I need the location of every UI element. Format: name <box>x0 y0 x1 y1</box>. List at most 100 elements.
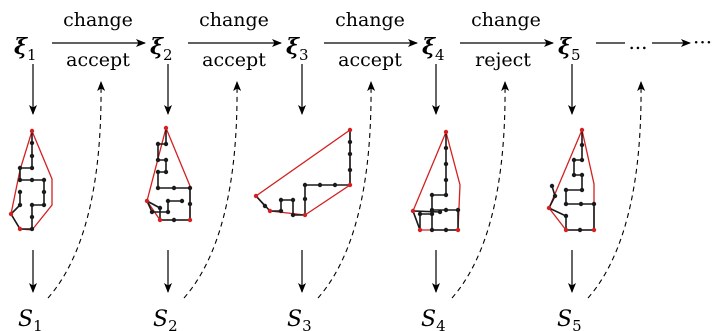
lattice-node <box>417 211 423 217</box>
lattice-node <box>163 141 169 147</box>
continuation-end-dots: ··· <box>693 30 712 54</box>
lattice-node <box>171 217 177 223</box>
feedback-curve-2 <box>183 81 242 299</box>
lattice-node <box>552 193 558 199</box>
lattice-node <box>179 198 185 204</box>
lattice-path-3 <box>255 130 351 216</box>
lattice-node <box>41 177 47 183</box>
lattice-node <box>155 141 161 147</box>
lattice-node <box>563 187 569 193</box>
lattice-node <box>455 227 461 233</box>
lattice-node <box>163 157 169 163</box>
lattice-node <box>149 209 155 215</box>
transition-result-1: accept <box>66 49 130 71</box>
lattice-node <box>302 212 308 218</box>
lattice-node <box>262 203 268 209</box>
lattice-node <box>549 183 555 189</box>
lattice-node <box>29 153 35 159</box>
lattice-node <box>155 185 161 191</box>
lattice-node <box>347 151 353 157</box>
lattice-node <box>437 209 443 215</box>
state-label-2: ξ2 <box>150 34 173 64</box>
lattice-node <box>347 127 353 133</box>
lattice-node <box>443 129 449 135</box>
lattice-node <box>563 227 569 233</box>
lattice-node <box>29 177 35 183</box>
lattice-node <box>278 208 284 214</box>
lattice-node <box>41 202 47 208</box>
lattice-node <box>29 226 35 232</box>
transition-action-2: change <box>199 9 269 31</box>
lattice-node <box>443 227 449 233</box>
transition-action-3: change <box>335 9 405 31</box>
lattice-node <box>317 182 323 188</box>
lattice-node <box>417 227 423 233</box>
lattice-node <box>41 189 47 195</box>
lattice-shape-5 <box>546 127 597 233</box>
state-label-1: ξ1 <box>14 34 37 64</box>
lattice-node <box>347 182 353 188</box>
lattice-path-5 <box>547 130 595 231</box>
lattice-shape-3 <box>253 127 353 218</box>
lattice-shape-4 <box>410 129 461 233</box>
stat-label-5: S5 <box>557 307 582 331</box>
lattice-node <box>29 165 35 171</box>
lattice-node <box>579 157 585 163</box>
lattice-node <box>591 227 597 233</box>
lattice-node <box>155 157 161 163</box>
lattice-node <box>455 207 461 213</box>
lattice-node <box>347 139 353 145</box>
lattice-node <box>253 193 259 199</box>
lattice-node <box>17 202 23 208</box>
lattice-node <box>163 169 169 175</box>
lattice-node <box>267 208 273 214</box>
lattice-node <box>410 208 416 214</box>
lattice-node <box>332 182 338 188</box>
lattice-node <box>302 196 308 202</box>
lattice-node <box>165 198 171 204</box>
lattice-shape-2 <box>144 125 193 223</box>
lattice-node <box>17 189 23 195</box>
lattice-node <box>187 217 193 223</box>
lattice-node <box>578 201 584 207</box>
stat-label-2: S2 <box>153 307 178 331</box>
lattice-node <box>563 213 569 219</box>
stat-label-3: S3 <box>287 307 312 331</box>
lattice-node <box>29 140 35 146</box>
lattice-node <box>29 202 35 208</box>
transition-result-2: accept <box>202 49 266 71</box>
lattice-node <box>571 172 577 178</box>
transition-action-1: change <box>63 9 133 31</box>
lattice-node <box>579 187 585 193</box>
lattice-node <box>347 167 353 173</box>
lattice-node <box>579 127 585 133</box>
lattice-node <box>577 227 583 233</box>
lattice-shape-1 <box>8 128 53 232</box>
lattice-node <box>443 145 449 151</box>
lattice-node <box>429 192 435 198</box>
lattice-node <box>579 142 585 148</box>
lattice-node <box>563 201 569 207</box>
lattice-node <box>8 211 14 217</box>
lattice-node <box>290 212 296 218</box>
lattice-node <box>17 177 23 183</box>
lattice-node <box>171 185 177 191</box>
lattice-node <box>187 201 193 207</box>
lattice-node <box>29 128 35 134</box>
lattice-node <box>144 198 150 204</box>
transition-result-3: accept <box>338 49 402 71</box>
lattice-node <box>29 214 35 220</box>
lattice-node <box>579 172 585 178</box>
feedback-curve-3 <box>317 81 376 299</box>
feedback-curve-5 <box>587 81 646 299</box>
hull-outline-5 <box>548 127 595 231</box>
feedback-curve-1 <box>47 81 106 299</box>
transition-action-4: change <box>471 9 541 31</box>
lattice-node <box>157 205 163 211</box>
state-label-3: ξ3 <box>286 34 309 64</box>
lattice-node <box>165 209 171 215</box>
lattice-node <box>429 227 435 233</box>
transition-result-4: reject <box>475 49 531 71</box>
lattice-node <box>571 157 577 163</box>
